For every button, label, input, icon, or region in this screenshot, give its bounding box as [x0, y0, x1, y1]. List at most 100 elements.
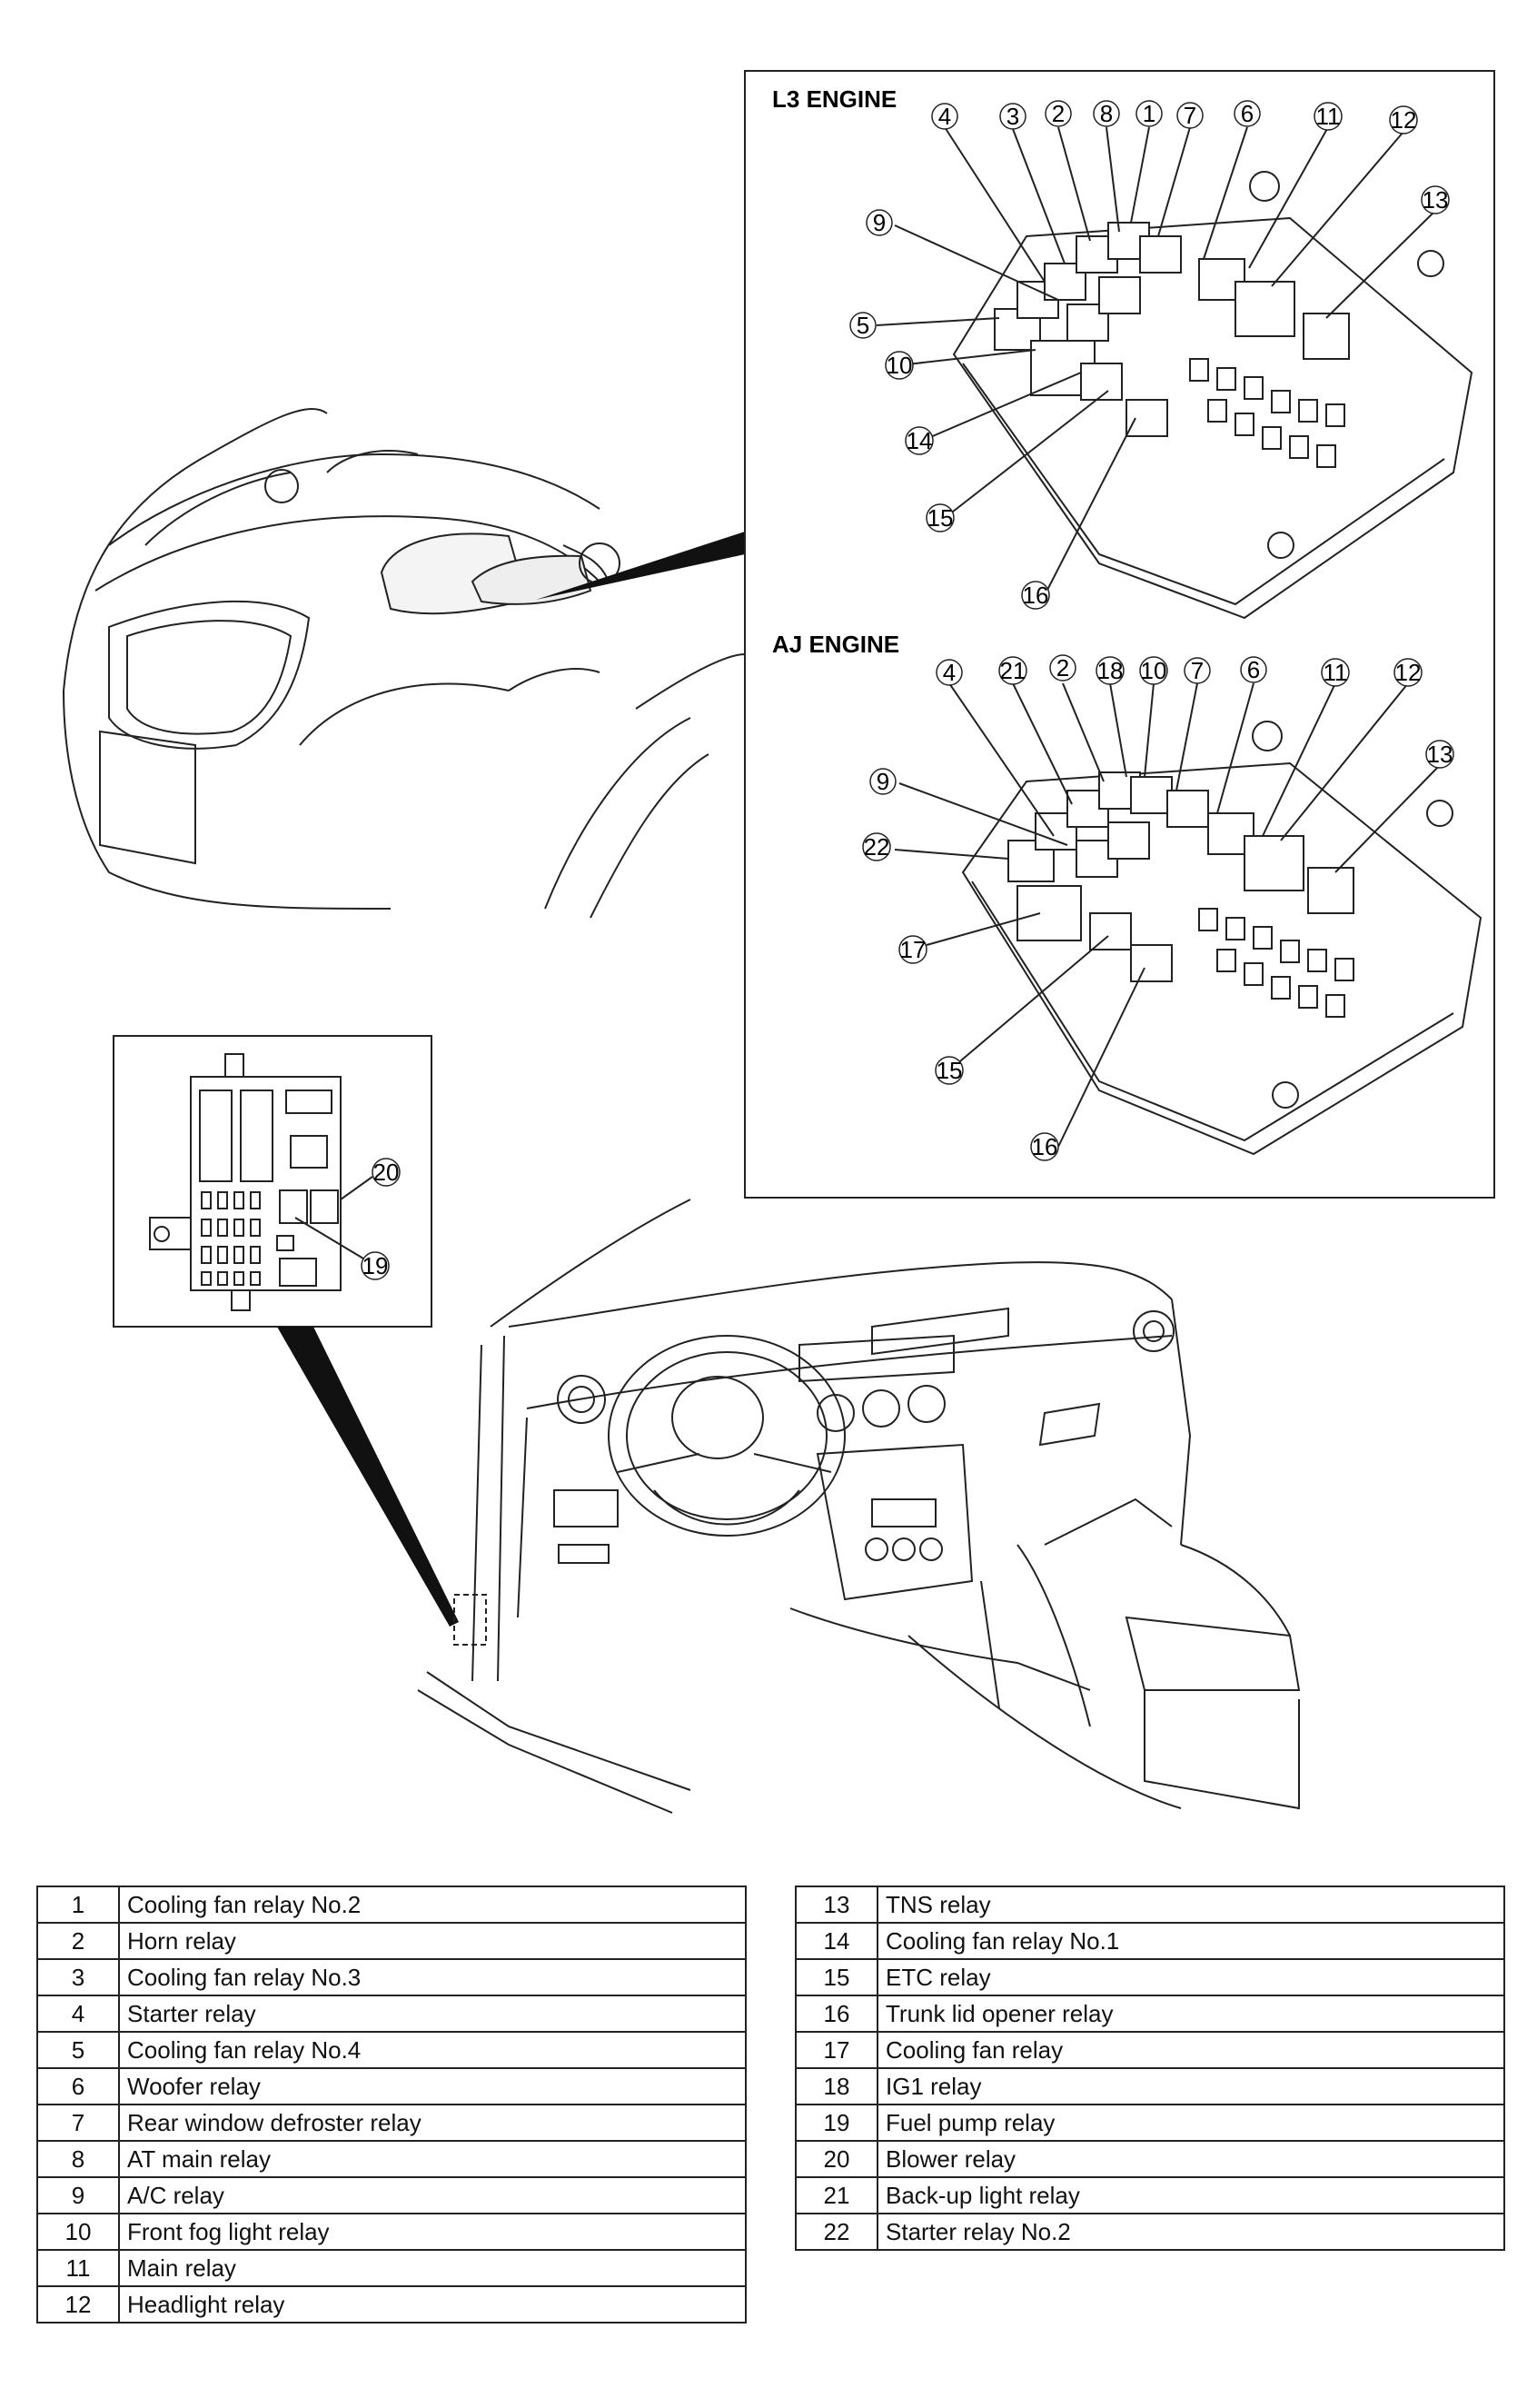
relay-number: 13 — [795, 1886, 878, 1924]
aj-engine-title: AJ ENGINE — [772, 631, 899, 658]
dashboard-view — [417, 1199, 1301, 1814]
relay-name: Starter relay No.2 — [877, 2213, 1505, 2251]
relay-name: Trunk lid opener relay — [877, 1995, 1505, 2033]
relay-number: 6 — [36, 2067, 120, 2105]
callout-label: 18 — [1097, 657, 1124, 684]
callout-aj-21: 21 — [998, 656, 1027, 685]
relay-number: 21 — [795, 2176, 878, 2214]
relay-name: IG1 relay — [877, 2067, 1505, 2105]
callout-label: 6 — [1241, 100, 1254, 127]
relay-number: 14 — [795, 1922, 878, 1960]
callout-l3-16: 16 — [1021, 581, 1050, 610]
car-front-view — [63, 408, 746, 919]
relay-number: 10 — [36, 2213, 120, 2251]
callout-aj-9: 9 — [869, 768, 897, 795]
callout-l3-3: 3 — [999, 103, 1026, 130]
callout-label: 3 — [1006, 103, 1019, 130]
l3-callouts: 4 3 2 8 1 7 6 11 12 13 9 5 10 14 15 16 — [849, 100, 1450, 610]
callout-aj-4: 4 — [936, 659, 963, 686]
relay-number: 1 — [36, 1886, 120, 1924]
aj-leader-lines — [894, 682, 1441, 1148]
callout-label: 4 — [938, 103, 951, 130]
relay-name: Cooling fan relay — [877, 2031, 1505, 2069]
l3-leader-lines — [876, 126, 1436, 596]
callout-label: 2 — [1052, 100, 1065, 127]
callout-interior-19: 19 — [361, 1251, 390, 1280]
callout-aj-17: 17 — [898, 935, 927, 964]
relay-name: Front fog light relay — [118, 2213, 747, 2251]
callout-l3-6: 6 — [1234, 100, 1261, 127]
callout-label: 10 — [887, 352, 913, 379]
relay-number: 11 — [36, 2249, 120, 2287]
callout-label: 13 — [1423, 186, 1449, 214]
relay-number: 17 — [795, 2031, 878, 2069]
relay-number: 15 — [795, 1958, 878, 1996]
aj-relay-box — [961, 721, 1482, 1156]
relay-name: Woofer relay — [118, 2067, 747, 2105]
callout-l3-9: 9 — [866, 209, 893, 236]
callout-aj-7: 7 — [1184, 657, 1211, 684]
relay-number: 19 — [795, 2104, 878, 2142]
callout-aj-6: 6 — [1240, 656, 1267, 683]
callout-label: 1 — [1143, 100, 1155, 127]
relay-name: Main relay — [118, 2249, 747, 2287]
relay-number: 22 — [795, 2213, 878, 2251]
relay-number: 9 — [36, 2176, 120, 2214]
relay-name: Cooling fan relay No.3 — [118, 1958, 747, 1996]
callout-l3-13: 13 — [1421, 185, 1450, 214]
callout-aj-13: 13 — [1425, 740, 1454, 769]
callout-label: 10 — [1141, 657, 1167, 684]
callout-label: 22 — [864, 833, 890, 861]
callout-label: 20 — [373, 1159, 400, 1186]
callout-l3-1: 1 — [1135, 100, 1163, 127]
relay-name: Cooling fan relay No.1 — [877, 1922, 1505, 1960]
callout-label: 12 — [1395, 659, 1422, 686]
relay-number: 2 — [36, 1922, 120, 1960]
relay-number: 7 — [36, 2104, 120, 2142]
relay-number: 4 — [36, 1995, 120, 2033]
callout-label: 7 — [1184, 102, 1196, 129]
relay-name: Fuel pump relay — [877, 2104, 1505, 2142]
callout-label: 21 — [1000, 657, 1026, 684]
callout-l3-2: 2 — [1045, 100, 1072, 127]
relay-name: TNS relay — [877, 1886, 1505, 1924]
interior-callouts: 20 19 — [361, 1158, 401, 1280]
callout-label: 6 — [1247, 656, 1260, 683]
callout-label: 13 — [1427, 741, 1453, 768]
callout-interior-20: 20 — [372, 1158, 401, 1187]
l3-engine-title: L3 ENGINE — [772, 85, 897, 113]
callout-label: 4 — [943, 659, 956, 686]
relay-name: AT main relay — [118, 2140, 747, 2178]
callout-aj-11: 11 — [1321, 658, 1350, 687]
callout-aj-18: 18 — [1096, 656, 1125, 685]
relay-number: 8 — [36, 2140, 120, 2178]
callout-l3-5: 5 — [849, 312, 877, 339]
callout-label: 11 — [1316, 103, 1341, 130]
callout-label: 5 — [857, 312, 869, 339]
callout-label: 15 — [937, 1057, 963, 1084]
callout-label: 12 — [1391, 106, 1417, 134]
callout-label: 16 — [1023, 582, 1049, 609]
callout-aj-16: 16 — [1030, 1132, 1059, 1161]
callout-aj-15: 15 — [935, 1056, 964, 1085]
callout-label: 7 — [1191, 657, 1204, 684]
callout-label: 15 — [927, 504, 954, 532]
callout-label: 9 — [873, 209, 886, 236]
